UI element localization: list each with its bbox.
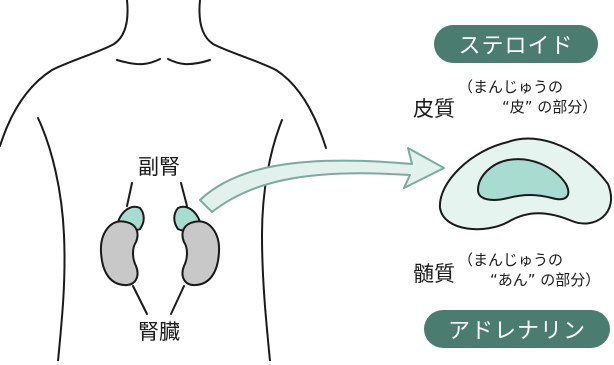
steroid-pill: ステロイド xyxy=(434,25,598,63)
left-kidney xyxy=(101,221,138,285)
medulla-note-line-1: （まんじゅうの xyxy=(458,250,563,271)
cortex-label: 皮質 xyxy=(413,93,455,123)
leader-lines xyxy=(127,183,187,314)
cortex-note-line-1: （まんじゅうの xyxy=(458,77,563,98)
curved-arrow xyxy=(200,148,444,212)
medulla-label: 髄質 xyxy=(413,258,455,288)
medulla-note-line-2: “あん” の部分） xyxy=(490,270,600,291)
right-kidney xyxy=(182,221,219,285)
adrenaline-pill: アドレナリン xyxy=(424,310,610,348)
kidney-label: 腎臓 xyxy=(138,316,180,346)
cortex-note-line-2: “皮” の部分） xyxy=(502,97,597,118)
adrenal-label: 副腎 xyxy=(138,151,180,181)
